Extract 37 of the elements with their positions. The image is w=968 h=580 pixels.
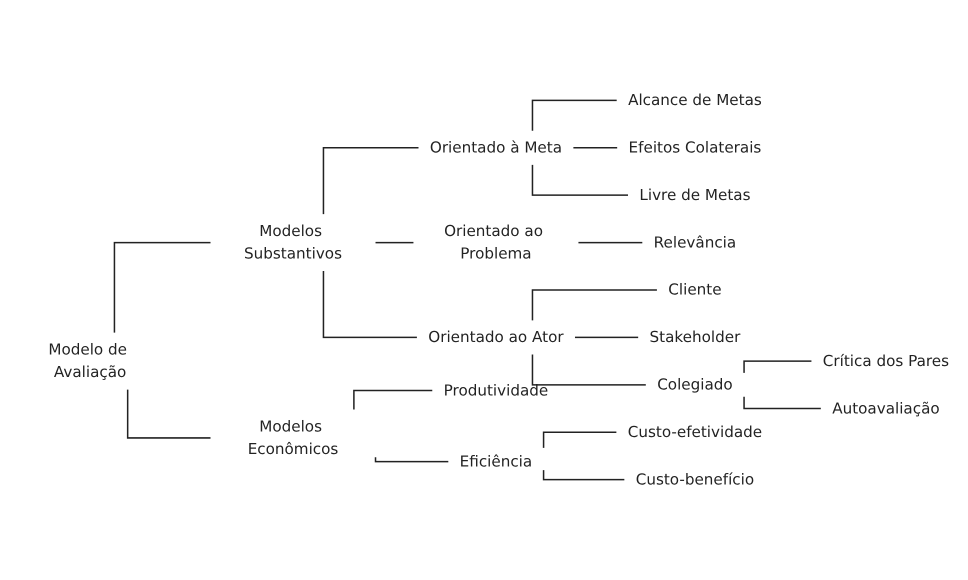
node-text: Custo-benefício xyxy=(636,470,754,488)
node-text: Eficiência xyxy=(460,452,532,470)
connector xyxy=(322,271,417,338)
node-text: Orientado à Meta xyxy=(430,138,562,156)
node-text: Orientado ao Ator xyxy=(428,328,564,346)
connector xyxy=(532,164,628,196)
connector xyxy=(574,336,638,338)
node-text: Cliente xyxy=(668,280,722,299)
connector xyxy=(322,147,418,214)
node-text: Relevância xyxy=(654,233,736,252)
connector xyxy=(743,360,812,373)
connector xyxy=(126,390,211,439)
node-text: Modelos Substantivos xyxy=(244,222,342,262)
connector xyxy=(572,147,618,149)
node-text: Alcance de Metas xyxy=(628,90,762,109)
connector xyxy=(114,242,211,333)
connector xyxy=(353,390,432,410)
node-text: Stakeholder xyxy=(650,328,740,346)
node-text: Autoavaliação xyxy=(832,399,940,418)
node-text: Livre de Metas xyxy=(639,186,750,204)
node-text: Crítica dos Pares xyxy=(822,352,950,370)
node-text: Efeitos Colaterais xyxy=(628,138,762,156)
connector xyxy=(743,396,821,410)
node-text: Modelos Econômicos xyxy=(248,417,338,458)
connector xyxy=(374,457,448,462)
connector xyxy=(578,242,642,244)
connector xyxy=(532,354,646,386)
node-text: Modelo de Avaliação xyxy=(48,340,127,382)
connector xyxy=(532,289,657,320)
node-text: Orientado ao Problema xyxy=(444,222,543,262)
connector xyxy=(542,470,624,480)
connector xyxy=(532,100,617,131)
node-text: Produtividade xyxy=(444,381,548,400)
connector xyxy=(542,431,616,448)
connector xyxy=(374,242,414,244)
node-text: Custo-efetividade xyxy=(628,422,762,441)
node-text: Colegiado xyxy=(657,375,733,394)
